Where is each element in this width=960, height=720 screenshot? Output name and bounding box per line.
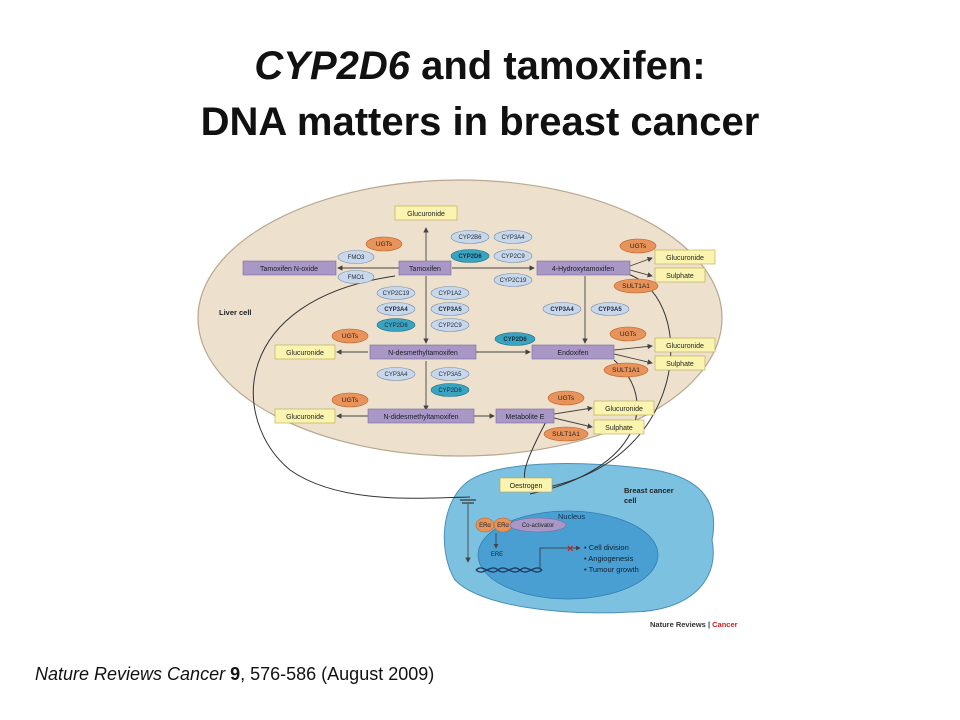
liver-cell (197, 179, 723, 457)
cyp3a5-label-1: CYP3A5 (438, 307, 462, 313)
volume-number: 9 (230, 664, 241, 684)
cyp1a2-label: CYP1A2 (438, 291, 462, 297)
cyp3a4-label-3: CYP3A4 (550, 307, 574, 313)
sulphate-label-metabolite-e: Sulphate (605, 425, 633, 432)
dna-helix-strand (475, 567, 543, 573)
cyp-ovals (337, 230, 630, 381)
publisher-brand: Nature Reviews | Cancer (650, 620, 738, 629)
ugts-label-4: UGTs (620, 331, 637, 338)
ugts-label-1: UGTs (376, 241, 393, 248)
er-alpha-label-2: ERα (497, 523, 509, 529)
sult1a1-label-1: SULT1A1 (622, 283, 650, 290)
ugt-sult-ovals (331, 236, 659, 442)
tamoxifen-label: Tamoxifen (409, 266, 441, 273)
title-line-1-rest: and tamoxifen: (410, 44, 706, 88)
cyp3a5-label-3: CYP3A5 (438, 372, 462, 378)
cyp2c9-label-2: CYP2C9 (438, 323, 462, 329)
n-desmethyltamoxifen-label: N-desmethyltamoxifen (388, 350, 458, 357)
citation-details: , 576-586 (August 2009) (240, 664, 435, 684)
cyp3a4-label-4: CYP3A4 (384, 372, 408, 378)
ugts-label-2: UGTs (630, 243, 647, 250)
ugts-label-6: UGTs (558, 395, 575, 402)
ugts-label-3: UGTs (342, 333, 359, 340)
nucleus (477, 510, 659, 600)
citation-caption: Nature Reviews Cancer 9, 576-586 (August… (35, 664, 434, 685)
sult1a1-label-2: SULT1A1 (612, 367, 640, 374)
pathway-arrows (336, 227, 653, 563)
outcome-angiogenesis: • Angiogenesis (584, 554, 634, 563)
cyp2d6-label-1: CYP2D6 (458, 254, 482, 260)
transcription-arrow (539, 545, 581, 568)
glucuronide-label-4oh: Glucuronide (666, 255, 704, 262)
fmo3-label: FMO3 (348, 255, 365, 261)
cyp3a4-label-1: CYP3A4 (501, 235, 525, 241)
cyp2d6-label-3: CYP2D6 (503, 337, 527, 343)
sult1a1-label-3: SULT1A1 (552, 431, 580, 438)
er-alpha-label-1: ERα (479, 523, 491, 529)
oestrogen-label: Oestrogen (510, 483, 543, 490)
glucuronide-label-ndm: Glucuronide (286, 350, 324, 357)
ere-label: ERE (491, 552, 503, 558)
outcome-tumour-growth: • Tumour growth (584, 565, 639, 574)
coactivator (509, 517, 567, 533)
liver-cell-label: Liver cell (219, 308, 252, 317)
title-gene: CYP2D6 (254, 44, 411, 88)
product-boxes (274, 205, 716, 493)
fmo1-label: FMO1 (348, 275, 365, 281)
cyp2d6-label-2: CYP2D6 (384, 323, 408, 329)
glucuronide-label-endoxifen: Glucuronide (666, 343, 704, 350)
ugts-label-5: UGTs (342, 397, 359, 404)
slide-title-line-2: DNA matters in breast cancer (200, 100, 760, 144)
outcome-cell-division: • Cell division (584, 543, 629, 552)
cyp2b6-label: CYP2B6 (458, 235, 482, 241)
glucuronide-label-nddm: Glucuronide (286, 414, 324, 421)
coactivator-label: Co-activator (522, 523, 554, 529)
cyp2d6-label-4: CYP2D6 (438, 388, 462, 394)
hydroxytamoxifen-label: 4-Hydroxytamoxifen (552, 266, 614, 273)
breast-cell-label-2: cell (624, 496, 637, 505)
endoxifen-label: Endoxifen (557, 350, 588, 357)
cyp2c19-label-1: CYP2C19 (500, 278, 527, 284)
compound-boxes (242, 260, 631, 424)
metabolite-e-label: Metabolite E (506, 414, 545, 421)
n-didesmethyltamoxifen-label: N-didesmethyltamoxifen (383, 414, 458, 421)
sulphate-label-endoxifen: Sulphate (666, 361, 694, 368)
cyp2d6-ovals (376, 249, 536, 397)
block-x-icon: × (567, 543, 573, 555)
journal-name: Nature Reviews Cancer (35, 664, 226, 684)
glucuronide-label-metabolite-e: Glucuronide (605, 406, 643, 413)
cyp2c19-label-2: CYP2C19 (383, 291, 410, 297)
tamoxifen-n-oxide-label: Tamoxifen N-oxide (260, 266, 318, 273)
cyp3a4-label-2: CYP3A4 (384, 307, 408, 313)
breast-cell-label-1: Breast cancer (624, 486, 674, 495)
slide-title-line-1: CYP2D6 and tamoxifen: (0, 40, 960, 92)
glucuronide-label-tamoxifen: Glucuronide (407, 211, 445, 218)
cyp3a5-label-2: CYP3A5 (598, 307, 622, 313)
cyp2c9-label-1: CYP2C9 (501, 254, 525, 260)
nucleus-label: Nucleus (558, 512, 585, 521)
sulphate-label-4oh: Sulphate (666, 273, 694, 280)
